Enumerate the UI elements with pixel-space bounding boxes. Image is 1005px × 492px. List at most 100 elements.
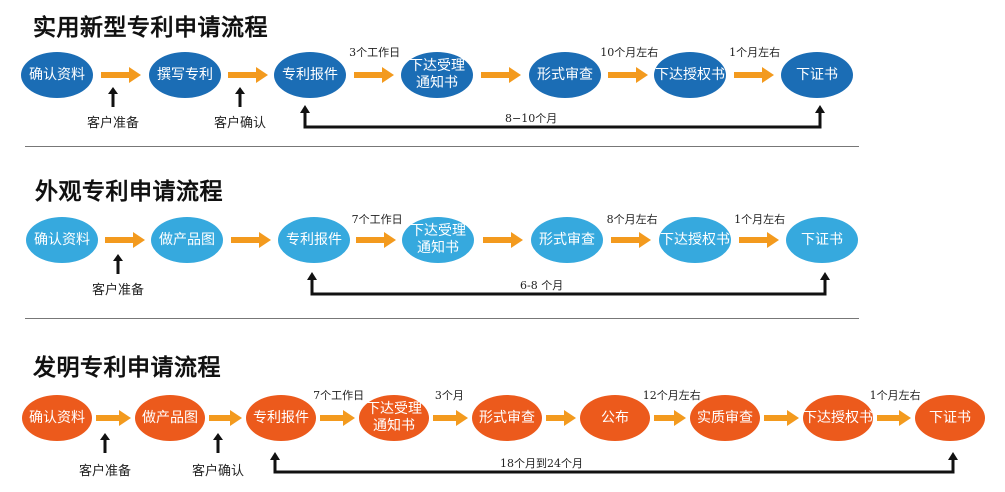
bracket-line	[273, 458, 955, 474]
step-node-label: 通知书	[416, 75, 458, 91]
arrow-right-icon	[209, 410, 242, 426]
step-node-label: 撰写专利	[157, 66, 213, 83]
step-node-label: 下达授权书	[655, 66, 725, 83]
step-duration-label: 3个工作日	[349, 46, 401, 59]
arrow-right-icon	[96, 410, 131, 426]
step-node: 形式审查	[531, 217, 603, 263]
step-node: 下证书	[781, 52, 853, 98]
step-node-label: 下达授权书	[660, 231, 730, 248]
arrow-up-icon	[948, 452, 958, 460]
step-node: 专利报件	[246, 395, 316, 441]
step-node-label: 下达受理	[366, 401, 422, 417]
step-node-label: 下证书	[796, 66, 838, 83]
step-duration-label: 7个工作日	[313, 389, 365, 402]
arrow-right-icon	[227, 67, 268, 83]
step-duration-label: 10个月左右	[600, 46, 659, 59]
total-duration-label: 18个月到24个月	[500, 457, 583, 470]
step-node: 下证书	[915, 395, 985, 441]
customer-note: 客户准备	[86, 116, 140, 131]
step-node: 下达授权书	[659, 217, 731, 263]
step-node: 撰写专利	[149, 52, 221, 98]
arrow-up-icon	[820, 272, 830, 280]
step-node: 下达授权书	[803, 395, 873, 441]
customer-note: 客户准备	[78, 464, 132, 479]
arrow-up-icon	[307, 272, 317, 280]
arrow-up-icon	[270, 452, 280, 460]
arrow-right-icon	[607, 67, 648, 83]
step-node-label: 下证书	[929, 409, 971, 426]
step-node-label: 确认资料	[34, 231, 90, 248]
arrow-up-icon	[113, 254, 123, 274]
step-node: 下达受理通知书	[401, 52, 473, 98]
arrow-right-icon	[433, 410, 468, 426]
step-node-label: 实质审查	[697, 409, 753, 426]
arrow-right-icon	[733, 67, 774, 83]
step-node-label: 通知书	[373, 418, 415, 434]
arrow-right-icon	[101, 67, 141, 83]
step-duration-label: 8个月左右	[606, 213, 658, 226]
step-duration-label: 3个月	[434, 389, 464, 402]
step-node: 下达受理通知书	[359, 395, 429, 441]
step-node-label: 做产品图	[159, 231, 215, 248]
arrow-right-icon	[546, 410, 576, 426]
step-node: 确认资料	[22, 395, 92, 441]
arrow-right-icon	[104, 232, 145, 248]
step-node: 形式审查	[472, 395, 542, 441]
section-title: 发明专利申请流程	[33, 355, 221, 381]
step-node-label: 做产品图	[142, 409, 198, 426]
step-node-label: 确认资料	[29, 409, 85, 426]
step-node-label: 专利报件	[286, 231, 342, 248]
step-node-label: 形式审查	[539, 231, 595, 248]
bracket-line	[303, 111, 822, 129]
step-node: 下达受理通知书	[402, 217, 474, 263]
customer-note: 客户确认	[213, 116, 267, 131]
step-node: 做产品图	[135, 395, 205, 441]
step-node-label: 公布	[601, 409, 629, 426]
step-node-label: 下达受理	[410, 223, 466, 239]
arrow-right-icon	[353, 67, 394, 83]
arrow-up-icon	[213, 433, 223, 453]
customer-note: 客户准备	[91, 283, 145, 298]
step-node: 确认资料	[21, 52, 93, 98]
arrow-right-icon	[654, 410, 686, 426]
arrow-up-icon	[100, 433, 110, 453]
step-duration-label: 12个月左右	[642, 389, 701, 402]
arrow-up-icon	[108, 87, 118, 107]
step-node-label: 形式审查	[537, 66, 593, 83]
step-node: 专利报件	[274, 52, 346, 98]
arrow-right-icon	[482, 232, 523, 248]
arrow-up-icon	[300, 105, 310, 113]
step-node: 下达授权书	[654, 52, 726, 98]
arrow-up-icon	[235, 87, 245, 107]
bracket-line	[310, 278, 827, 296]
arrow-right-icon	[877, 410, 911, 426]
step-node-label: 形式审查	[479, 409, 535, 426]
arrow-right-icon	[230, 232, 271, 248]
step-node: 实质审查	[690, 395, 760, 441]
customer-note: 客户确认	[191, 464, 245, 479]
step-node: 下证书	[786, 217, 858, 263]
step-node: 形式审查	[529, 52, 601, 98]
step-duration-label: 1个月左右	[729, 46, 781, 59]
arrow-right-icon	[356, 232, 396, 248]
step-duration-label: 1个月左右	[734, 213, 786, 226]
section-title: 外观专利申请流程	[35, 179, 223, 205]
total-duration-label: 6-8 个月	[520, 279, 564, 292]
step-node: 确认资料	[26, 217, 98, 263]
total-duration-label: 8−10个月	[505, 112, 558, 125]
step-duration-label: 1个月左右	[869, 389, 921, 402]
step-node-label: 专利报件	[253, 409, 309, 426]
step-node-label: 通知书	[417, 240, 459, 256]
divider	[25, 318, 859, 319]
step-node: 做产品图	[151, 217, 223, 263]
step-node-label: 下达受理	[409, 58, 465, 74]
step-node-label: 下达授权书	[803, 409, 873, 426]
arrow-right-icon	[764, 410, 799, 426]
step-node: 专利报件	[278, 217, 350, 263]
arrow-right-icon	[738, 232, 779, 248]
step-node-label: 确认资料	[29, 66, 85, 83]
divider	[25, 146, 859, 147]
section-title: 实用新型专利申请流程	[33, 15, 268, 41]
arrow-right-icon	[611, 232, 651, 248]
arrow-up-icon	[815, 105, 825, 113]
